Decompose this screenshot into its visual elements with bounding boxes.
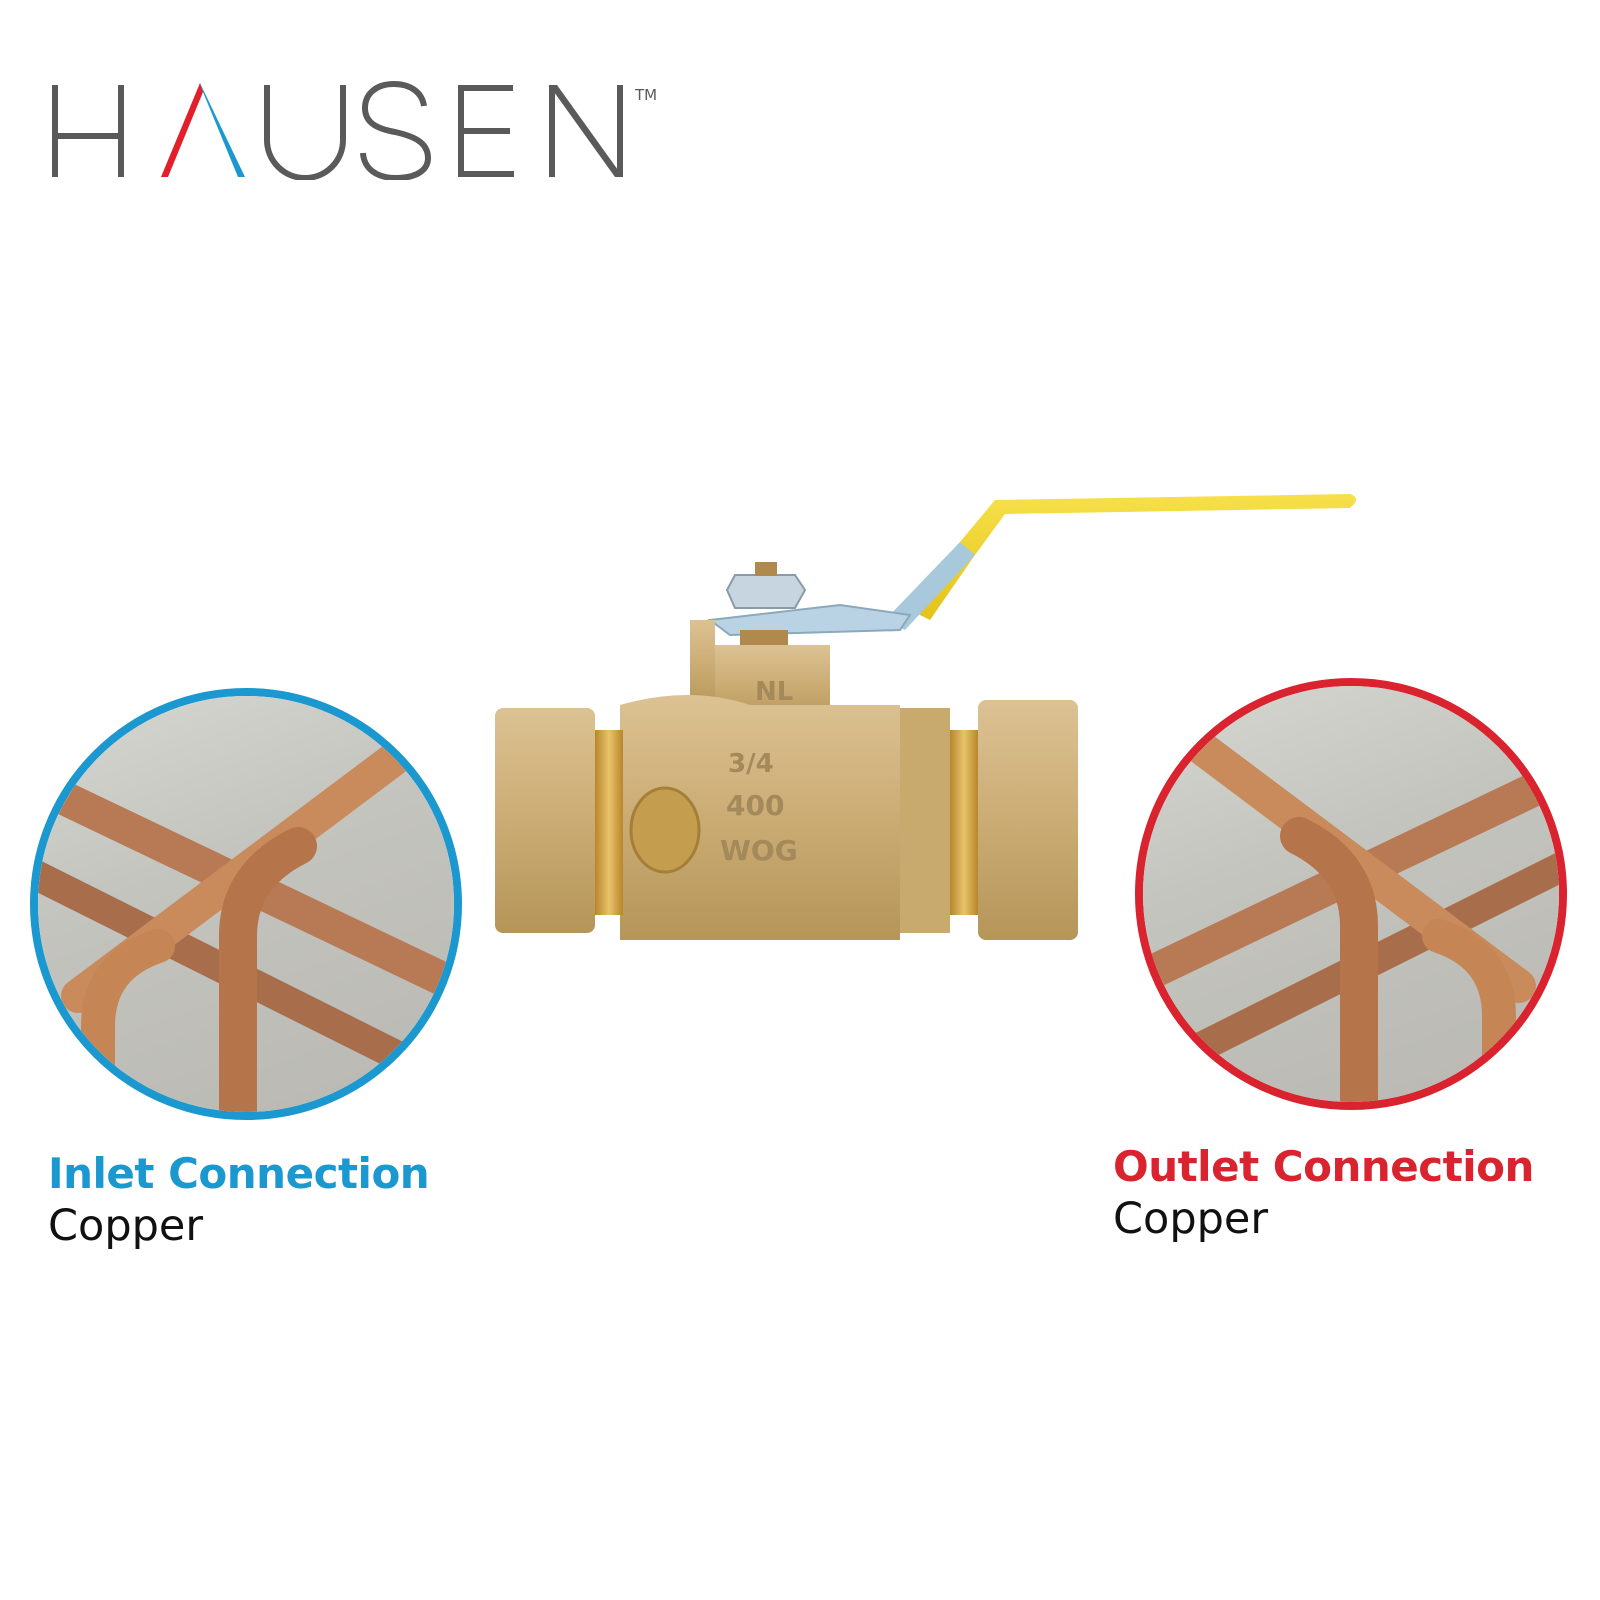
svg-text:3/4: 3/4	[728, 749, 774, 779]
svg-text:400: 400	[726, 789, 784, 822]
valve-handle	[910, 494, 1356, 620]
outlet-connection-label: Outlet Connection Copper	[1113, 1143, 1534, 1247]
inlet-material: Copper	[48, 1201, 204, 1251]
inlet-connection-image	[30, 688, 462, 1120]
inlet-connection-label: Inlet Connection Copper	[48, 1149, 430, 1254]
ball-valve-image: NL 3/4 400 WOG	[490, 480, 1370, 950]
outlet-title: Outlet Connection	[1113, 1142, 1534, 1191]
hausen-wordmark: TM	[52, 80, 657, 180]
svg-text:TM: TM	[634, 86, 657, 104]
inlet-title: Inlet Connection	[48, 1149, 430, 1198]
outlet-material: Copper	[1113, 1194, 1269, 1244]
svg-text:WOG: WOG	[720, 834, 798, 867]
brand-logo: TM	[52, 80, 732, 180]
outlet-connection-image	[1135, 678, 1567, 1110]
marking-nl: NL	[755, 677, 793, 707]
